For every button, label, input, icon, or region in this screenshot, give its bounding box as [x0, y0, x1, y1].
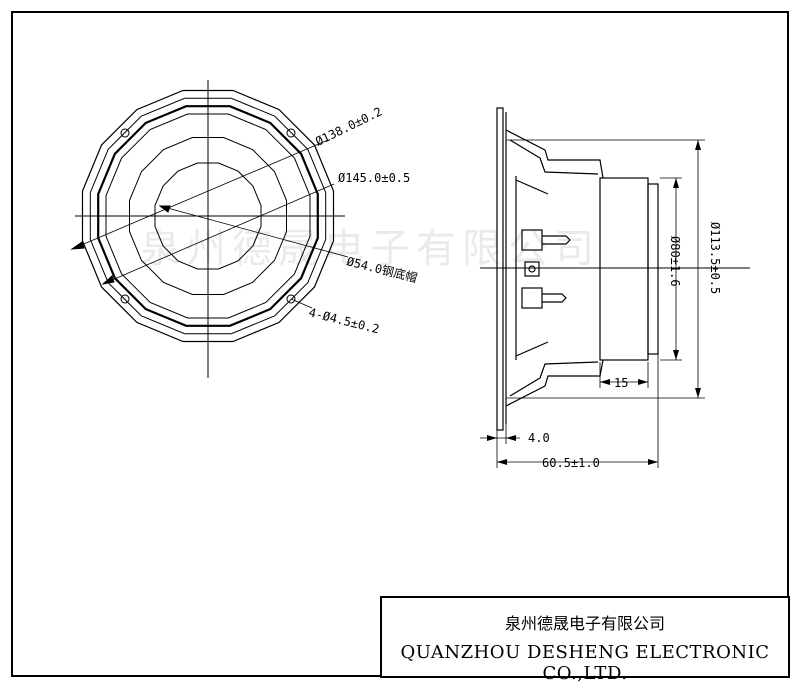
company-name-en: QUANZHOU DESHENG ELECTRONIC CO.,LTD. [400, 642, 770, 684]
company-name-cn: 泉州德晟电子有限公司 [504, 614, 665, 633]
terminal-center [524, 261, 540, 277]
label-magnet-dia: Ø80±1.6 [668, 236, 682, 287]
basket-struts [515, 179, 549, 357]
cone-ring [129, 137, 287, 295]
mount-hole-br [286, 294, 296, 304]
side-view [480, 107, 750, 431]
outer-frame-ring [81, 89, 335, 343]
terminal-tab-positive [542, 235, 571, 245]
mount-hole-tl [120, 128, 130, 138]
terminal-tab-negative [542, 293, 567, 303]
watermark-text: 泉州德晟电子有限公司 [140, 226, 600, 272]
basket-top [505, 129, 604, 179]
leader-cone [102, 183, 335, 285]
label-total-depth: 60.5±1.0 [542, 456, 600, 470]
front-flange [496, 107, 504, 431]
leader-holes [290, 298, 313, 309]
side-dimensions [480, 139, 705, 468]
basket-bottom-inner [509, 361, 599, 397]
leader-outer [71, 139, 329, 250]
mount-hole-bl [120, 294, 130, 304]
leader-cap [159, 205, 349, 258]
frame-ring-2 [89, 97, 327, 335]
side-arrows [487, 140, 701, 465]
magnet-body [599, 177, 649, 361]
arrow-outer [70, 241, 85, 250]
front-view [70, 80, 349, 378]
mount-hole-tr [286, 128, 296, 138]
magnet-backplate [647, 183, 659, 355]
terminal-center-hole [528, 265, 536, 273]
label-flange: 4.0 [528, 431, 550, 445]
terminal-negative [521, 287, 543, 309]
terminal-positive [521, 229, 543, 251]
label-cone-dia: Ø145.0±0.5 [338, 171, 410, 185]
arrow-cone [101, 275, 115, 285]
basket-top-inner [509, 139, 599, 175]
label-mount-holes: 4-Ø4.5±0.2 [307, 305, 380, 336]
label-magnet-depth: 15 [614, 376, 628, 390]
surround-ring [105, 113, 311, 319]
label-frame-dia: Ø113.5±0.5 [708, 222, 722, 294]
basket-bottom [505, 359, 604, 407]
arrow-cap [158, 205, 171, 213]
title-block: 泉州德晟电子有限公司 QUANZHOU DESHENG ELECTRONIC C… [380, 596, 790, 684]
gasket-ring [97, 105, 319, 327]
label-outer-dia: Ø138.0±0.2 [313, 104, 384, 148]
